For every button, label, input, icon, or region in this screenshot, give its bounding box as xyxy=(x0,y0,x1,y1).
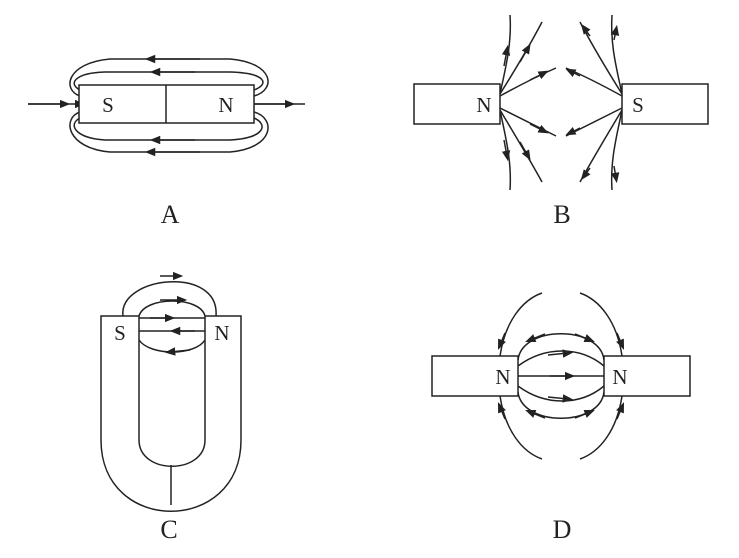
panel-a-caption: A xyxy=(161,200,180,229)
panel-c-caption: C xyxy=(160,515,177,544)
panel-d-magnet-left xyxy=(431,355,519,397)
panel-c-pole-left: S xyxy=(114,321,126,345)
panel-c-horseshoe-magnet xyxy=(100,315,242,512)
panel-a-pole-left: S xyxy=(102,93,114,117)
panel-d-caption: D xyxy=(553,515,572,544)
panel-b-pole-right: S xyxy=(632,93,644,117)
panel-b-field-lines xyxy=(499,14,623,191)
panel-c-pole-right: N xyxy=(214,321,229,345)
panel-d-magnet-right xyxy=(603,355,691,397)
panel-d-pole-left: N xyxy=(495,365,510,389)
panel-c-field-lines xyxy=(122,271,217,356)
panel-b: N S B xyxy=(413,14,709,229)
panel-d-field-lines xyxy=(497,292,625,460)
panel-b-caption: B xyxy=(553,200,570,229)
panel-a-field-lines xyxy=(28,54,305,157)
panel-d-pole-right: N xyxy=(612,365,627,389)
panel-c: S N C xyxy=(100,271,242,544)
panel-a: S N A xyxy=(28,54,305,229)
panel-a-pole-right: N xyxy=(218,93,233,117)
panel-b-magnet-left xyxy=(413,83,501,125)
panel-d: N N D xyxy=(431,292,691,544)
panel-b-pole-left: N xyxy=(476,93,491,117)
panel-b-magnet-right xyxy=(621,83,709,125)
